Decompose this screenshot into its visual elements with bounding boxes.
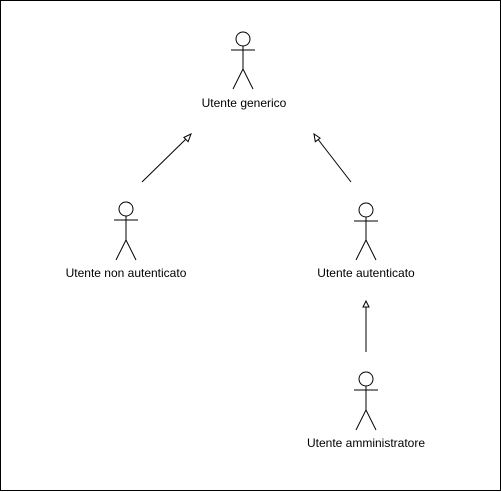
generalization-arrow-unauth-to-generic[interactable]: [141, 133, 192, 183]
stick-figure-icon: [354, 202, 378, 261]
generalization-arrow-auth-to-generic[interactable]: [313, 132, 352, 183]
stick-figure-icon: [354, 371, 378, 431]
actor-label: Utente autenticato: [317, 266, 415, 280]
stick-figure-icon: [114, 201, 138, 261]
hollow-arrowhead-icon: [313, 132, 321, 143]
actor-utente-autenticato[interactable]: Utente autenticato: [317, 202, 415, 280]
actor-utente-generico[interactable]: Utente generico: [202, 31, 287, 110]
generalization-arrow-admin-to-auth[interactable]: [362, 299, 370, 352]
actor-label: Utente amministratore: [307, 436, 425, 450]
actor-label: Utente non autenticato: [66, 266, 187, 280]
actor-label: Utente generico: [202, 96, 287, 110]
actor-utente-amministratore[interactable]: Utente amministratore: [307, 371, 425, 450]
actor-utente-non-autenticato[interactable]: Utente non autenticato: [66, 201, 187, 280]
hollow-arrowhead-icon: [362, 299, 370, 308]
stick-figure-icon: [231, 31, 255, 90]
hollow-arrowhead-icon: [183, 133, 192, 143]
